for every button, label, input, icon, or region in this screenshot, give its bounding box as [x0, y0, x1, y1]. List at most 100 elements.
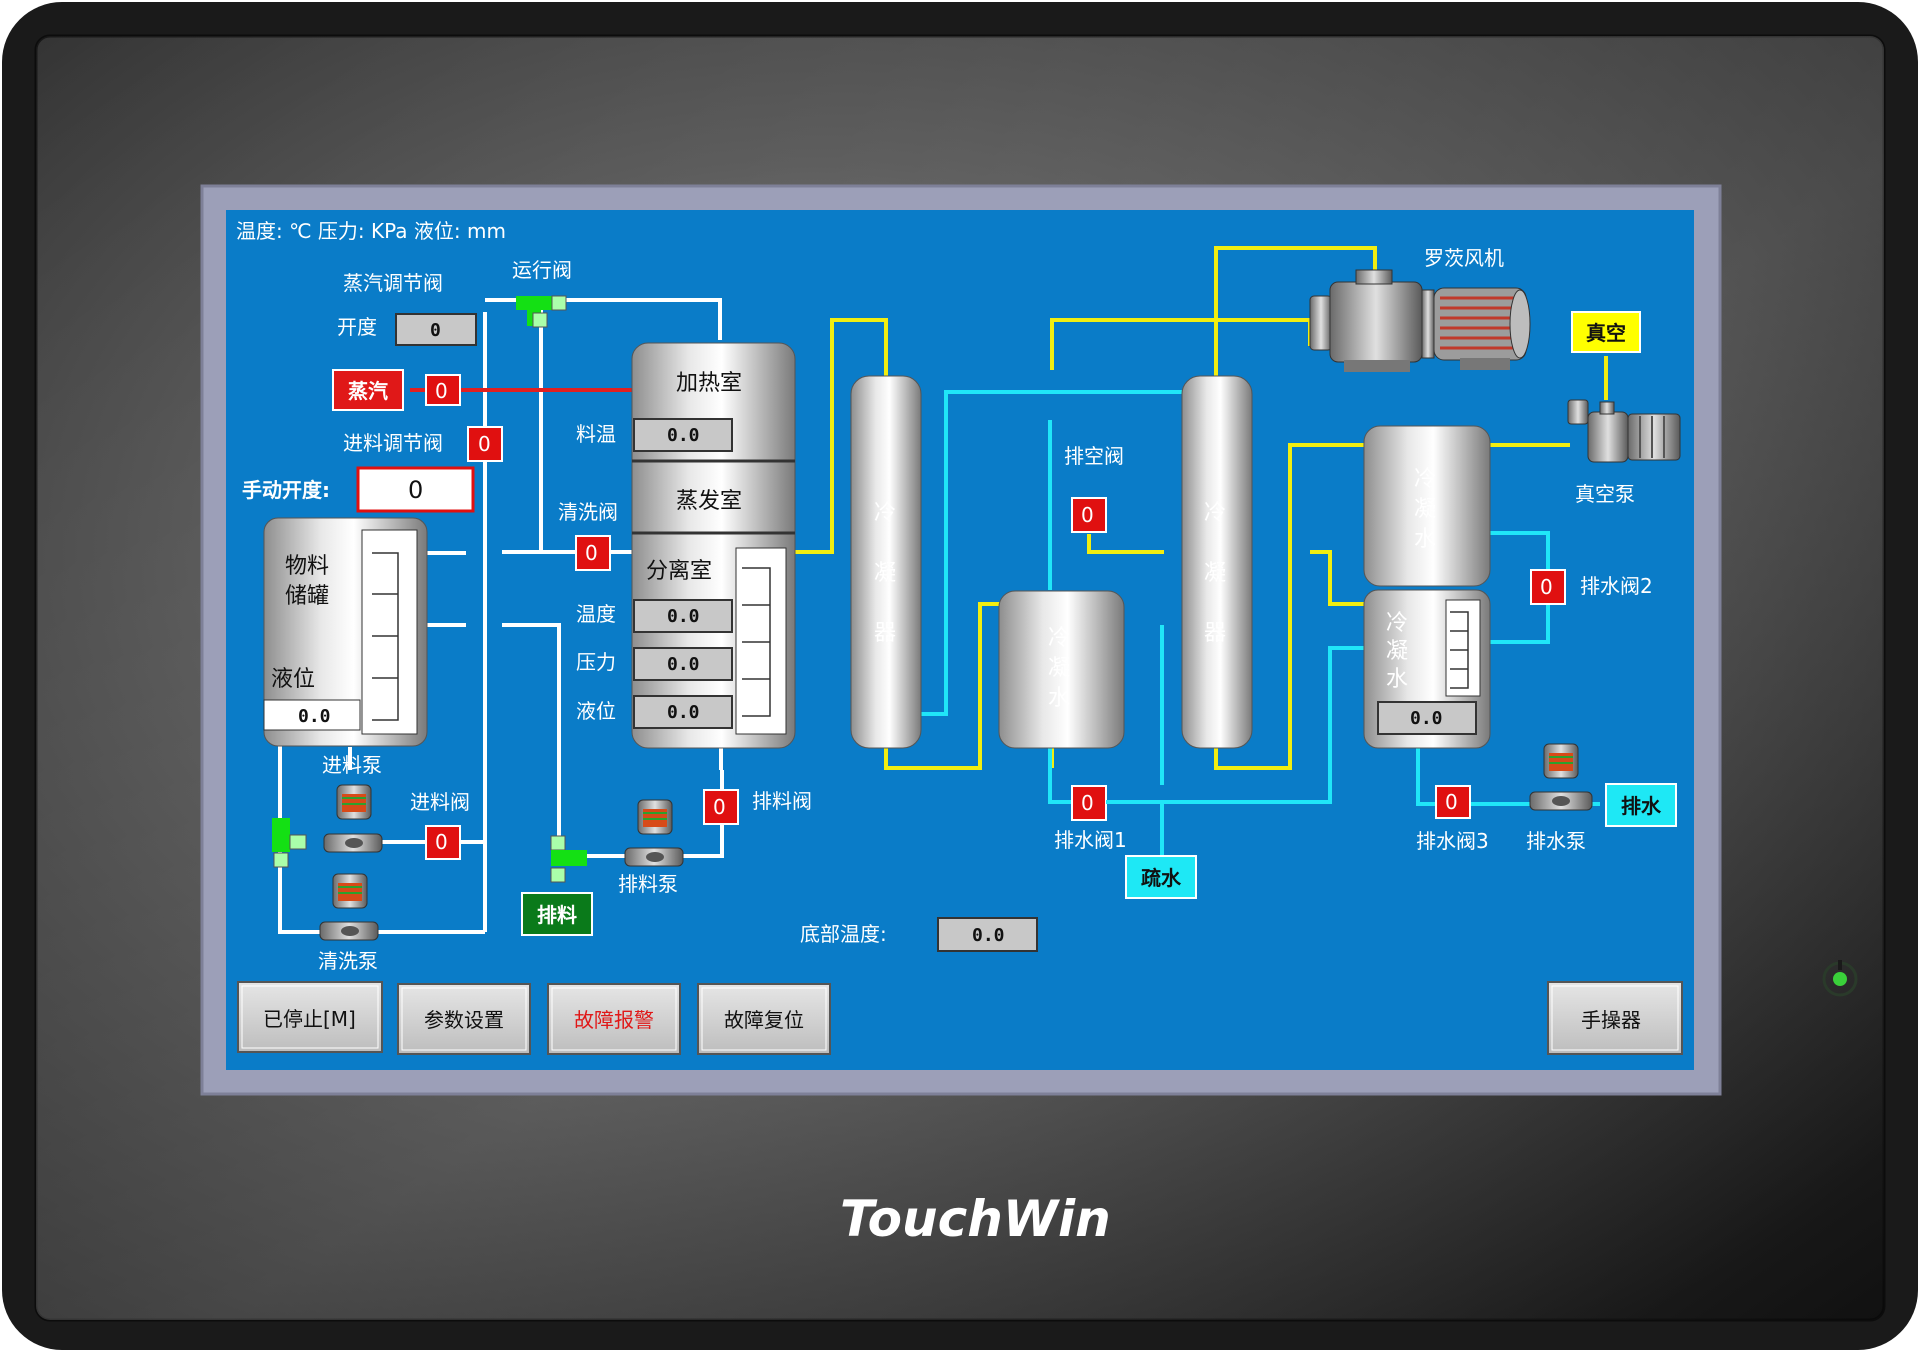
sparse-water-label: 疏水: [1141, 866, 1182, 890]
svg-text:0: 0: [478, 432, 491, 456]
condensate-tank-2: [1363, 425, 1491, 587]
discharge-button[interactable]: [521, 892, 593, 936]
run-valve-icon[interactable]: [516, 295, 567, 328]
fault-alarm-button[interactable]: [547, 983, 681, 1055]
drain-valve-2-label: 排水阀2: [1580, 574, 1653, 598]
steam-button[interactable]: [332, 369, 404, 411]
discharge-pump-icon[interactable]: [624, 799, 684, 867]
svg-text:0: 0: [1540, 575, 1553, 599]
stopped-button[interactable]: [237, 981, 383, 1053]
fault-reset-button-label: 故障复位: [724, 1008, 804, 1032]
fault-reset-button[interactable]: [697, 983, 831, 1055]
opening-label: 开度: [337, 315, 377, 339]
vent-valve-indicator[interactable]: 0: [1071, 497, 1107, 533]
drain-valve-2-indicator[interactable]: 0: [1530, 569, 1566, 605]
steam-button-label: 蒸汽: [348, 379, 388, 403]
feed-reg-valve-indicator[interactable]: 0: [467, 426, 503, 462]
bottom-temp-display: [937, 917, 1038, 952]
run-valve-label: 运行阀: [512, 258, 572, 282]
heating-room-label: 加热室: [676, 371, 742, 396]
condensate-tank-1: [998, 590, 1125, 749]
vacuum-button[interactable]: [1571, 311, 1641, 353]
material-storage-tank: [263, 517, 428, 747]
sep-pressure-label: 压力: [576, 650, 616, 674]
material-temp-label: 料温: [576, 422, 616, 446]
tank-name-line2: 储罐: [285, 584, 329, 609]
manual-button[interactable]: [1547, 981, 1683, 1055]
steam-valve-indicator[interactable]: 0: [425, 374, 461, 406]
tank-level-display: [263, 699, 361, 731]
drain-pump-label: 排水泵: [1526, 829, 1586, 853]
condensate-1-char1: 冷: [1048, 626, 1070, 651]
steam-reg-valve-label: 蒸汽调节阀: [343, 271, 443, 295]
feed-valve-label: 进料阀: [410, 790, 470, 814]
tank-level-value: 0.0: [298, 706, 331, 727]
svg-text:0: 0: [1081, 503, 1094, 527]
sep-temp-label: 温度: [576, 602, 616, 626]
roots-blower-icon[interactable]: [1309, 269, 1531, 372]
drain-valve-3-label: 排水阀3: [1416, 829, 1489, 853]
sep-pressure-value: 0.0: [667, 654, 700, 675]
condenser-2-char1: 冷: [1204, 501, 1226, 526]
clean-pump-icon[interactable]: [319, 873, 379, 941]
feed-valve-indicator[interactable]: 0: [425, 825, 461, 860]
sep-temp-display: [633, 599, 733, 633]
bottom-temp-value: 0.0: [972, 925, 1005, 946]
condenser-2-char3: 器: [1204, 621, 1226, 646]
vacuum-pump-icon[interactable]: [1567, 399, 1681, 463]
drain-valve-1-indicator[interactable]: 0: [1071, 785, 1107, 821]
vacuum-button-label: 真空: [1586, 321, 1626, 345]
condensate-2-char3: 水: [1414, 527, 1436, 552]
svg-text:0: 0: [435, 830, 448, 854]
yellow-pipes: [795, 246, 1608, 770]
manual-opening-value: 0: [408, 476, 423, 504]
condensate-2-char1: 冷: [1414, 467, 1436, 492]
vent-valve-label: 排空阀: [1064, 444, 1124, 468]
discharge-valve-label: 排料阀: [752, 789, 812, 813]
condenser-2-char2: 凝: [1204, 561, 1226, 586]
sep-pressure-display: [633, 647, 733, 681]
stopped-button-label: 已停止[M]: [263, 1007, 356, 1031]
drain-valve-3-indicator[interactable]: 0: [1435, 785, 1471, 819]
params-button-label: 参数设置: [424, 1008, 504, 1032]
params-button[interactable]: [397, 983, 531, 1055]
condensate-1-char3: 水: [1048, 686, 1070, 711]
feed-valve-tee[interactable]: [272, 818, 307, 868]
condenser-1-char1: 冷: [874, 501, 896, 526]
tank-name-line1: 物料: [285, 554, 329, 579]
condensate-3-char2: 凝: [1386, 639, 1408, 664]
condenser-1-char2: 凝: [874, 561, 896, 586]
drain-button[interactable]: [1605, 783, 1677, 827]
condensate-1-char2: 凝: [1048, 656, 1070, 681]
condensate-3-char1: 冷: [1386, 611, 1408, 636]
feed-pump-icon[interactable]: [323, 784, 383, 853]
discharge-valve-indicator[interactable]: 0: [703, 789, 739, 825]
drain-pump-icon[interactable]: [1529, 743, 1593, 811]
power-led-icon: [1822, 960, 1858, 997]
units-note: 温度: ℃ 压力: KPa 液位: mm: [236, 219, 506, 243]
svg-text:0: 0: [1445, 790, 1458, 814]
roots-blower-label: 罗茨风机: [1424, 246, 1504, 270]
condensate-2-char2: 凝: [1414, 497, 1436, 522]
sep-level-value: 0.0: [667, 702, 700, 723]
discharge-tee[interactable]: [550, 835, 587, 883]
manual-opening-label: 手动开度:: [242, 478, 330, 502]
condensate-level-value: 0.0: [1410, 708, 1443, 729]
condenser-2: [1181, 375, 1253, 749]
evaporation-room-label: 蒸发室: [676, 489, 742, 514]
condenser-1: [850, 375, 922, 749]
manual-opening-input[interactable]: [356, 466, 475, 513]
svg-text:0: 0: [585, 541, 598, 565]
condensate-3-char3: 水: [1386, 667, 1408, 692]
material-temp-display: [633, 418, 733, 452]
condenser-1-char3: 器: [874, 621, 896, 646]
svg-text:0: 0: [435, 379, 448, 403]
clean-valve-indicator[interactable]: 0: [575, 535, 611, 571]
feed-pump-label: 进料泵: [322, 753, 382, 777]
sep-level-label: 液位: [576, 699, 616, 723]
feed-reg-valve-label: 进料调节阀: [343, 431, 443, 455]
brand-logo: TouchWin: [840, 1190, 1111, 1248]
sep-temp-value: 0.0: [667, 606, 700, 627]
sparse-water-button[interactable]: [1125, 855, 1197, 899]
